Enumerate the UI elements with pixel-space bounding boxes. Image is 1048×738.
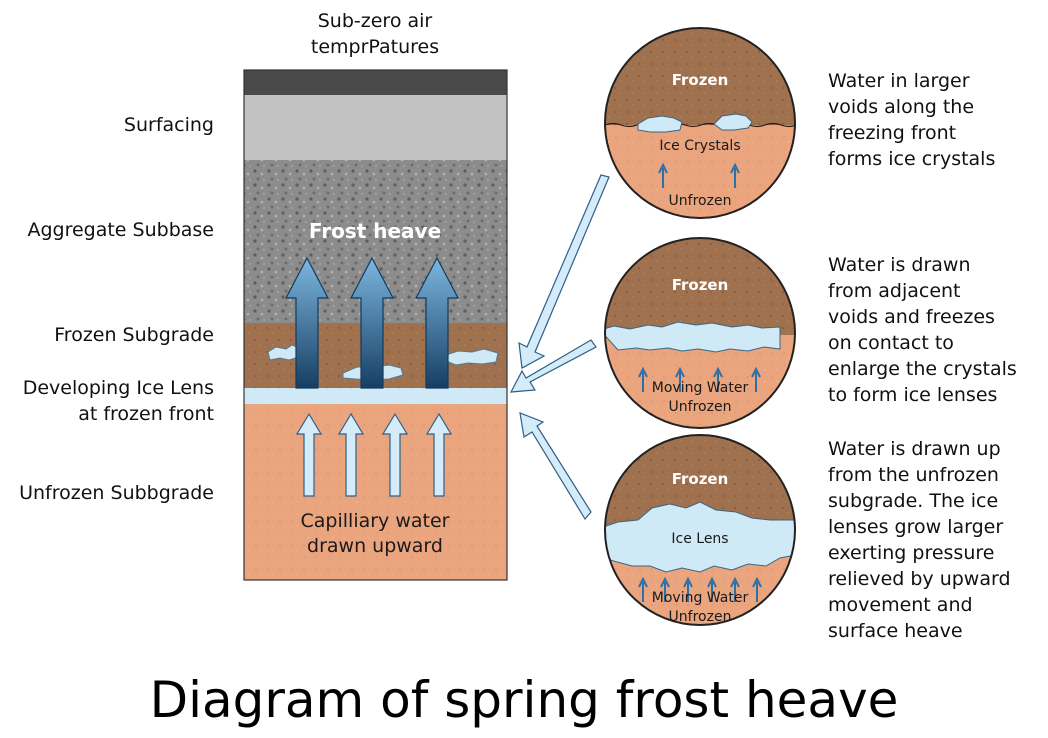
circle-3-ice-lens: Ice Lens [671, 531, 728, 547]
frost-heave-arrows [285, 256, 459, 389]
ice-lens-large [605, 501, 795, 573]
circle-2-frozen: Frozen [672, 276, 729, 294]
capillary-arrow [381, 412, 409, 497]
circle-3-moving-water: Moving Water [652, 590, 749, 606]
heave-arrow [350, 256, 394, 389]
unfrozen-subgrade-layer [244, 404, 507, 580]
frozen-subgrade-label: Frozen Subgrade [54, 324, 214, 346]
capillary-arrow [337, 412, 365, 497]
capillary-arrows [295, 412, 453, 497]
capillary-arrow [295, 412, 323, 497]
ice-lens-label: Developing Ice Lens at frozen front [0, 375, 214, 427]
diagram-caption: Diagram of spring frost heave [149, 671, 899, 729]
desc-2-line: enlarge the crystals [828, 358, 1017, 380]
air-temperature-label: Sub-zero air temprPatures [295, 8, 455, 60]
desc-3-line: lenses grow larger [828, 516, 1004, 538]
aggregate-subbase-label: Aggregate Subbase [27, 219, 214, 241]
description-1: Water in larger voids along the freezing… [828, 68, 1043, 172]
air-temperature-line-1: Sub-zero air [317, 10, 433, 32]
description-3: Water is drawn up from the unfrozen subg… [828, 436, 1043, 644]
circle-3-frozen: Frozen [672, 470, 729, 488]
desc-3-line: Water is drawn up [828, 438, 1001, 460]
circle-2-unfrozen: Unfrozen [669, 399, 732, 415]
frost-heave-text: Frost heave [309, 219, 441, 243]
desc-2-line: Water is drawn [828, 254, 971, 276]
circle-1-ice-crystals: Ice Crystals [659, 138, 740, 154]
desc-1-line: Water in larger [828, 70, 970, 92]
desc-2-line: voids and freezes [828, 306, 995, 328]
ice-crystal [713, 113, 753, 131]
desc-3-line: relieved by upward [828, 568, 1011, 590]
desc-3-line: movement and [828, 594, 973, 616]
desc-1-line: forms ice crystals [828, 148, 996, 170]
ice-band [605, 321, 781, 353]
desc-3-line: surface heave [828, 620, 963, 642]
description-2: Water is drawn from adjacent voids and f… [828, 252, 1043, 408]
heave-arrow [415, 256, 459, 389]
ice-crystal [637, 115, 683, 133]
heave-arrow [285, 256, 329, 389]
connector-arrow-1 [518, 174, 610, 369]
capillary-arrow [425, 412, 453, 497]
ice-lens-label-line-1: Developing Ice Lens [22, 377, 214, 399]
desc-2-line: on contact to [828, 332, 954, 354]
capillary-text-line-1: Capilliary water [301, 510, 450, 532]
desc-3-line: from the unfrozen [828, 464, 999, 486]
circle-2-moving-water: Moving Water [652, 380, 749, 396]
circle-3-unfrozen: Unfrozen [669, 609, 732, 625]
desc-2-line: from adjacent [828, 280, 961, 302]
desc-1-line: freezing front [828, 122, 957, 144]
ice-lens-label-line-2: at frozen front [78, 403, 214, 425]
desc-1-line: voids along the [828, 96, 975, 118]
connector-arrows [509, 174, 610, 521]
desc-3-line: exerting pressure [828, 542, 995, 564]
surfacing-layer [244, 95, 507, 160]
asphalt-layer [244, 70, 507, 95]
circle-1-frozen: Frozen [672, 71, 729, 89]
capillary-text-line-2: drawn upward [307, 535, 443, 557]
desc-3-line: subgrade. The ice [828, 490, 999, 512]
desc-2-line: to form ice lenses [828, 384, 998, 406]
unfrozen-subgrade-label: Unfrozen Subbgrade [19, 482, 214, 504]
air-temperature-line-2: temprPatures [310, 36, 440, 58]
ice-lens-layer [244, 388, 507, 404]
surfacing-label: Surfacing [123, 114, 214, 136]
ice-blob [445, 348, 499, 366]
circle-1-unfrozen: Unfrozen [669, 193, 732, 209]
connector-arrow-2 [509, 339, 597, 393]
connector-arrow-3 [519, 412, 592, 521]
